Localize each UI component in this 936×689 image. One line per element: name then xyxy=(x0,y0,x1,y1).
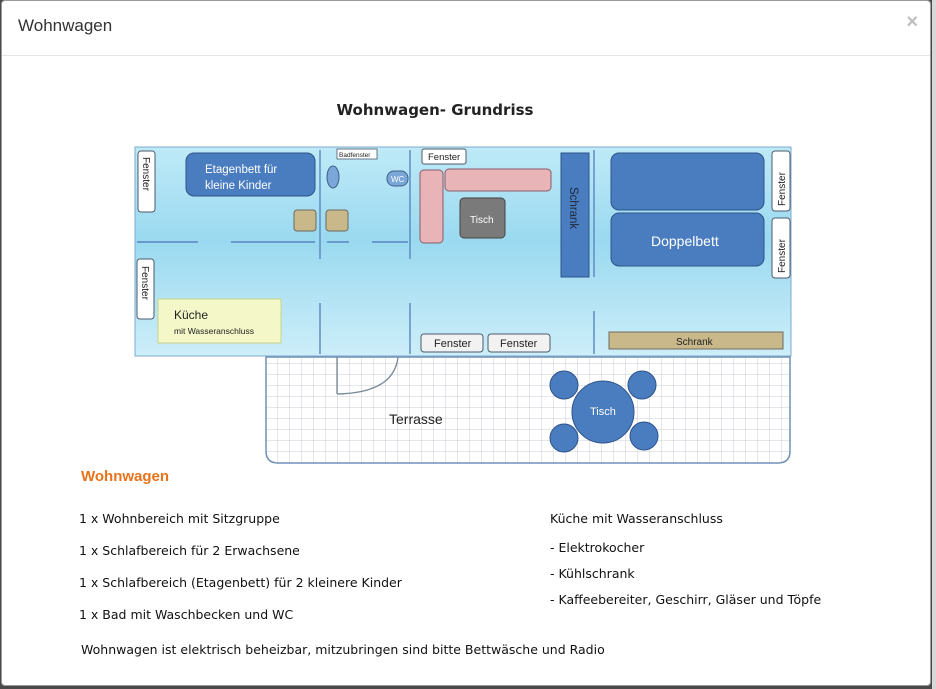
modal-header: Wohnwagen × xyxy=(2,1,930,56)
living-table xyxy=(459,197,506,239)
footer-note: Wohnwagen ist elektrisch beheizbar, mitz… xyxy=(81,642,605,657)
window-left-bottom-label: Fenster xyxy=(139,266,150,301)
window-right-top xyxy=(771,150,791,212)
wardrobe-bottom-label: Schrank xyxy=(676,337,714,348)
door-swing xyxy=(336,356,399,395)
double-bed-label: Doppelbett xyxy=(651,233,719,249)
bench-horizontal xyxy=(444,168,552,192)
wc xyxy=(386,170,409,187)
terrace-area xyxy=(265,356,791,464)
feature-line-3: 1 x Schlafbereich (Etagenbett) für 2 kle… xyxy=(79,575,402,590)
floorplan-title: Wohnwagen- Grundriss xyxy=(336,101,534,119)
kitchen-label: Küche xyxy=(174,308,208,322)
terrace-chair-4 xyxy=(629,421,659,451)
bench-vertical xyxy=(419,169,444,244)
wardrobe-vertical xyxy=(560,152,590,278)
terrace-chair-1 xyxy=(549,370,579,400)
window-right-bottom xyxy=(771,217,791,279)
modal-title: Wohnwagen xyxy=(18,16,113,35)
info-heading: Wohnwagen xyxy=(81,468,170,485)
window-bottom-1-label: Fenster xyxy=(434,338,472,350)
terrace-table-label: Tisch xyxy=(590,406,616,418)
seat-right xyxy=(325,209,349,232)
kitchen xyxy=(157,298,282,344)
kitchen-sublabel: mit Wasseranschluss xyxy=(174,326,254,336)
bunk-bed xyxy=(185,152,316,197)
window-left-top-label: Fenster xyxy=(140,157,151,192)
wc-label: WC xyxy=(391,175,405,184)
window-left-bottom xyxy=(136,258,155,320)
window-bottom-2 xyxy=(487,333,551,353)
bunk-bed-label-2: kleine Kinder xyxy=(205,180,272,192)
floorplan-image: Fenster Fenster Etagenbett für kleine Ki… xyxy=(134,146,792,464)
window-left-top xyxy=(137,150,156,213)
terrace-table xyxy=(571,380,635,444)
terrace-chair-2 xyxy=(627,370,657,400)
kitchen-heading: Küche mit Wasseranschluss xyxy=(550,511,723,526)
page-backdrop xyxy=(932,0,936,689)
terrace-label: Terrasse xyxy=(389,411,443,427)
bath-window-label: Badfenster xyxy=(339,152,371,159)
double-bed-bottom xyxy=(610,212,765,267)
close-button[interactable]: × xyxy=(906,11,918,33)
kitchen-item-3: - Kaffeebereiter, Geschirr, Gläser und T… xyxy=(550,592,822,607)
bunk-bed-label-1: Etagenbett für xyxy=(205,164,277,176)
window-bottom-2-label: Fenster xyxy=(500,338,538,350)
double-bed-top xyxy=(610,152,765,211)
bath-window xyxy=(336,148,378,160)
washbasin xyxy=(326,165,340,189)
feature-line-1: 1 x Wohnbereich mit Sitzgruppe xyxy=(79,511,280,526)
wardrobe-vertical-label: Schrank xyxy=(567,187,579,229)
seat-left xyxy=(293,209,317,232)
living-table-label: Tisch xyxy=(470,215,494,226)
window-right-bottom-label: Fenster xyxy=(777,238,788,273)
wardrobe-bottom xyxy=(608,331,784,350)
feature-line-2: 1 x Schlafbereich für 2 Erwachsene xyxy=(79,543,300,558)
window-top-mid xyxy=(421,148,467,165)
kitchen-item-2: - Kühlschrank xyxy=(550,566,635,581)
window-right-top-label: Fenster xyxy=(777,171,788,206)
window-top-mid-label: Fenster xyxy=(428,152,460,163)
feature-line-4: 1 x Bad mit Waschbecken und WC xyxy=(79,607,294,622)
kitchen-item-1: - Elektrokocher xyxy=(550,540,645,555)
terrace-chair-3 xyxy=(549,423,579,453)
window-bottom-1 xyxy=(420,333,484,353)
